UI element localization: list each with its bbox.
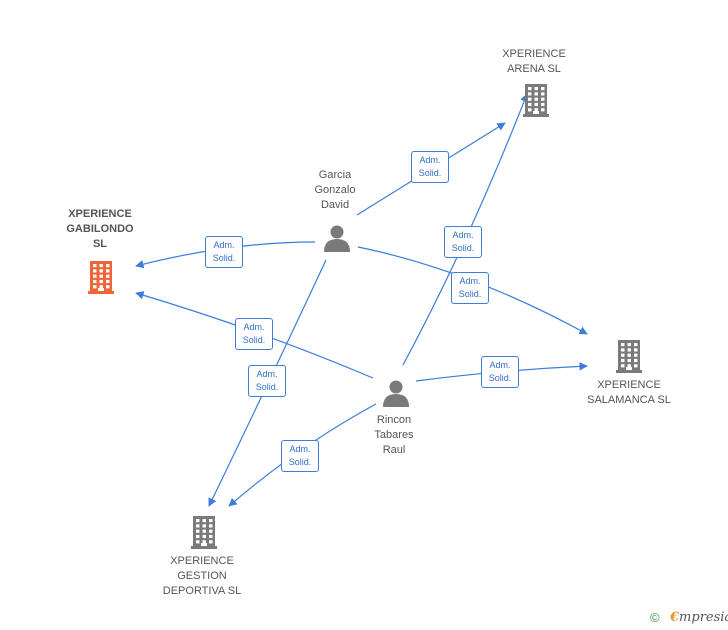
edge-role-line1: Adm. [419,155,441,165]
copyright-symbol: © [650,610,660,625]
building-icon[interactable] [616,339,642,378]
person-icon[interactable] [381,379,411,412]
company-label-gestion[interactable]: XPERIENCE GESTION DEPORTIVA SL [162,554,242,597]
edge-role-line2: Solid. [451,243,475,253]
edge-role-line1: Adm. [459,276,481,286]
building-icon[interactable] [523,83,549,122]
edge-role-line1: Adm. [256,369,278,379]
empresia-logo[interactable]: €mpresia [670,610,728,625]
edge-role-line2: Solid. [288,457,312,467]
person-label-garcia[interactable]: Garcia Gonzalo David [314,168,356,211]
edge-role-line2: Solid. [255,382,279,392]
edge-label-rincon-gabilondo[interactable]: Adm. Solid. [235,318,273,350]
edge-role-line2: Solid. [418,168,442,178]
company-label-gabilondo[interactable]: XPERIENCE GABILONDO SL [66,207,134,250]
edge-role-line2: Solid. [242,335,266,345]
edge-role-line1: Adm. [489,360,511,370]
edge-role-line2: Solid. [212,253,236,263]
edge-role-line1: Adm. [289,444,311,454]
company-label-salamanca[interactable]: XPERIENCE SALAMANCA SL [587,379,671,406]
company-label-arena[interactable]: XPERIENCE ARENA SL [502,48,566,75]
edge-role-line2: Solid. [458,289,482,299]
edge-role-line1: Adm. [213,240,235,250]
person-label-rincon[interactable]: Rincon Tabares Raul [374,413,414,456]
edge-role-line1: Adm. [243,322,265,332]
edge-label-garcia-gestion[interactable]: Adm. Solid. [248,365,286,397]
edge-label-garcia-arena[interactable]: Adm. Solid. [411,151,449,183]
edge-label-rincon-gestion[interactable]: Adm. Solid. [281,440,319,472]
edge-label-garcia-salamanca[interactable]: Adm. Solid. [451,272,489,304]
edge-label-garcia-gabilondo[interactable]: Adm. Solid. [205,236,243,268]
edge-label-rincon-salamanca[interactable]: Adm. Solid. [481,356,519,388]
building-icon[interactable] [88,260,114,299]
edge-label-rincon-arena[interactable]: Adm. Solid. [444,226,482,258]
edge-role-line2: Solid. [488,373,512,383]
edge-role-line1: Adm. [452,230,474,240]
building-icon[interactable] [191,515,217,554]
person-icon[interactable] [322,224,352,257]
